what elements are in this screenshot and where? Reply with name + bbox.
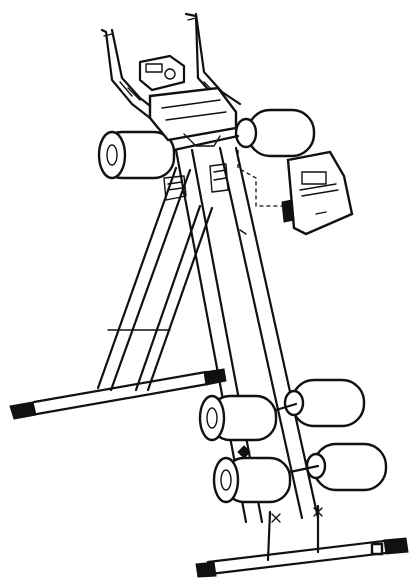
- seat-knee-rollers: [198, 378, 388, 504]
- detached-monitor: [237, 150, 354, 236]
- front-floor-stabilizer: [195, 504, 409, 578]
- upper-foam-roller: [97, 108, 316, 180]
- rear-floor-stabilizer: [9, 368, 227, 420]
- frame-console: [138, 54, 238, 201]
- rear-support-leg: [96, 166, 214, 392]
